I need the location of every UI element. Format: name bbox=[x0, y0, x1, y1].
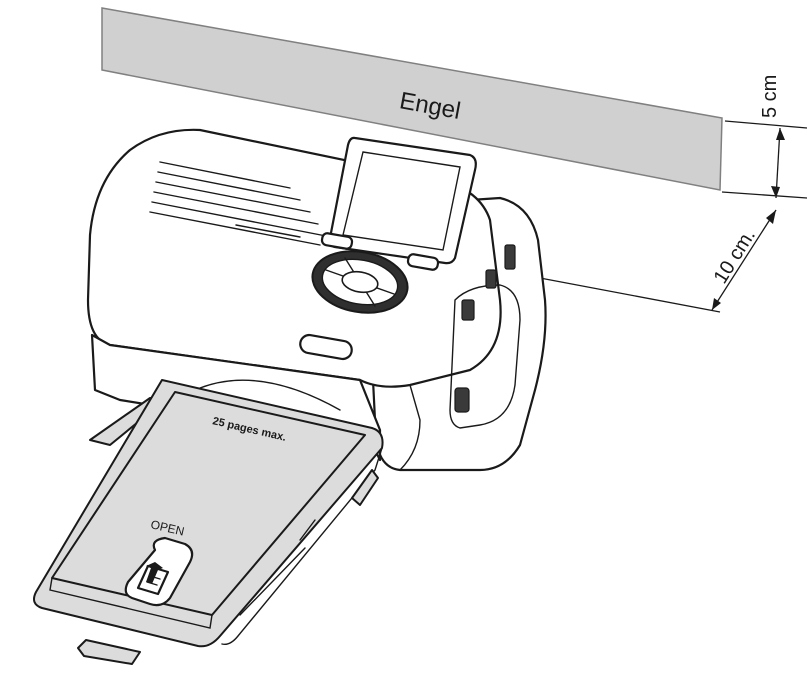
nav-pad-center-button bbox=[341, 270, 379, 294]
tray-side-groove bbox=[239, 519, 316, 616]
port-slot-2 bbox=[485, 269, 497, 289]
angle-bar-shape bbox=[101, 7, 723, 191]
paper-tray: 25 pages max. OPEN bbox=[33, 379, 384, 665]
dim-arrow-10cm bbox=[711, 209, 777, 311]
ref-line-printer bbox=[539, 277, 721, 313]
dim-label-10cm: 10 cm. bbox=[710, 225, 760, 288]
arrowhead-5cm-top bbox=[776, 128, 785, 140]
ref-line-mid bbox=[721, 191, 807, 199]
tray-right-rail bbox=[221, 447, 383, 646]
port-slot-3 bbox=[504, 244, 516, 270]
arrowhead-5cm-bottom bbox=[771, 186, 780, 198]
lcd-glass bbox=[342, 151, 461, 251]
ref-line-top bbox=[724, 120, 807, 129]
port-slot-1 bbox=[461, 299, 475, 321]
arrow-up-icon bbox=[146, 562, 163, 584]
tray-back-lip bbox=[199, 379, 341, 411]
arrowhead-10cm-bottom bbox=[712, 298, 721, 310]
tray-handle bbox=[77, 639, 141, 665]
tray-open-slider bbox=[124, 536, 194, 607]
right-soft-key bbox=[406, 253, 440, 271]
arrowhead-10cm-top bbox=[766, 210, 776, 224]
lcd-screen bbox=[328, 136, 477, 265]
dim-label-5cm: 5 cm bbox=[759, 75, 781, 118]
front-badge bbox=[299, 333, 353, 361]
angle-bar: Engel bbox=[101, 7, 723, 191]
port-slot-4 bbox=[454, 387, 470, 413]
navigation-pad bbox=[311, 250, 409, 314]
printer-side-edge bbox=[399, 384, 421, 471]
tray-right-clip bbox=[351, 469, 379, 506]
left-soft-key bbox=[320, 232, 354, 250]
lcd-frame bbox=[328, 136, 477, 265]
vent-grill bbox=[149, 161, 327, 246]
tray-lid-edge bbox=[49, 577, 213, 629]
